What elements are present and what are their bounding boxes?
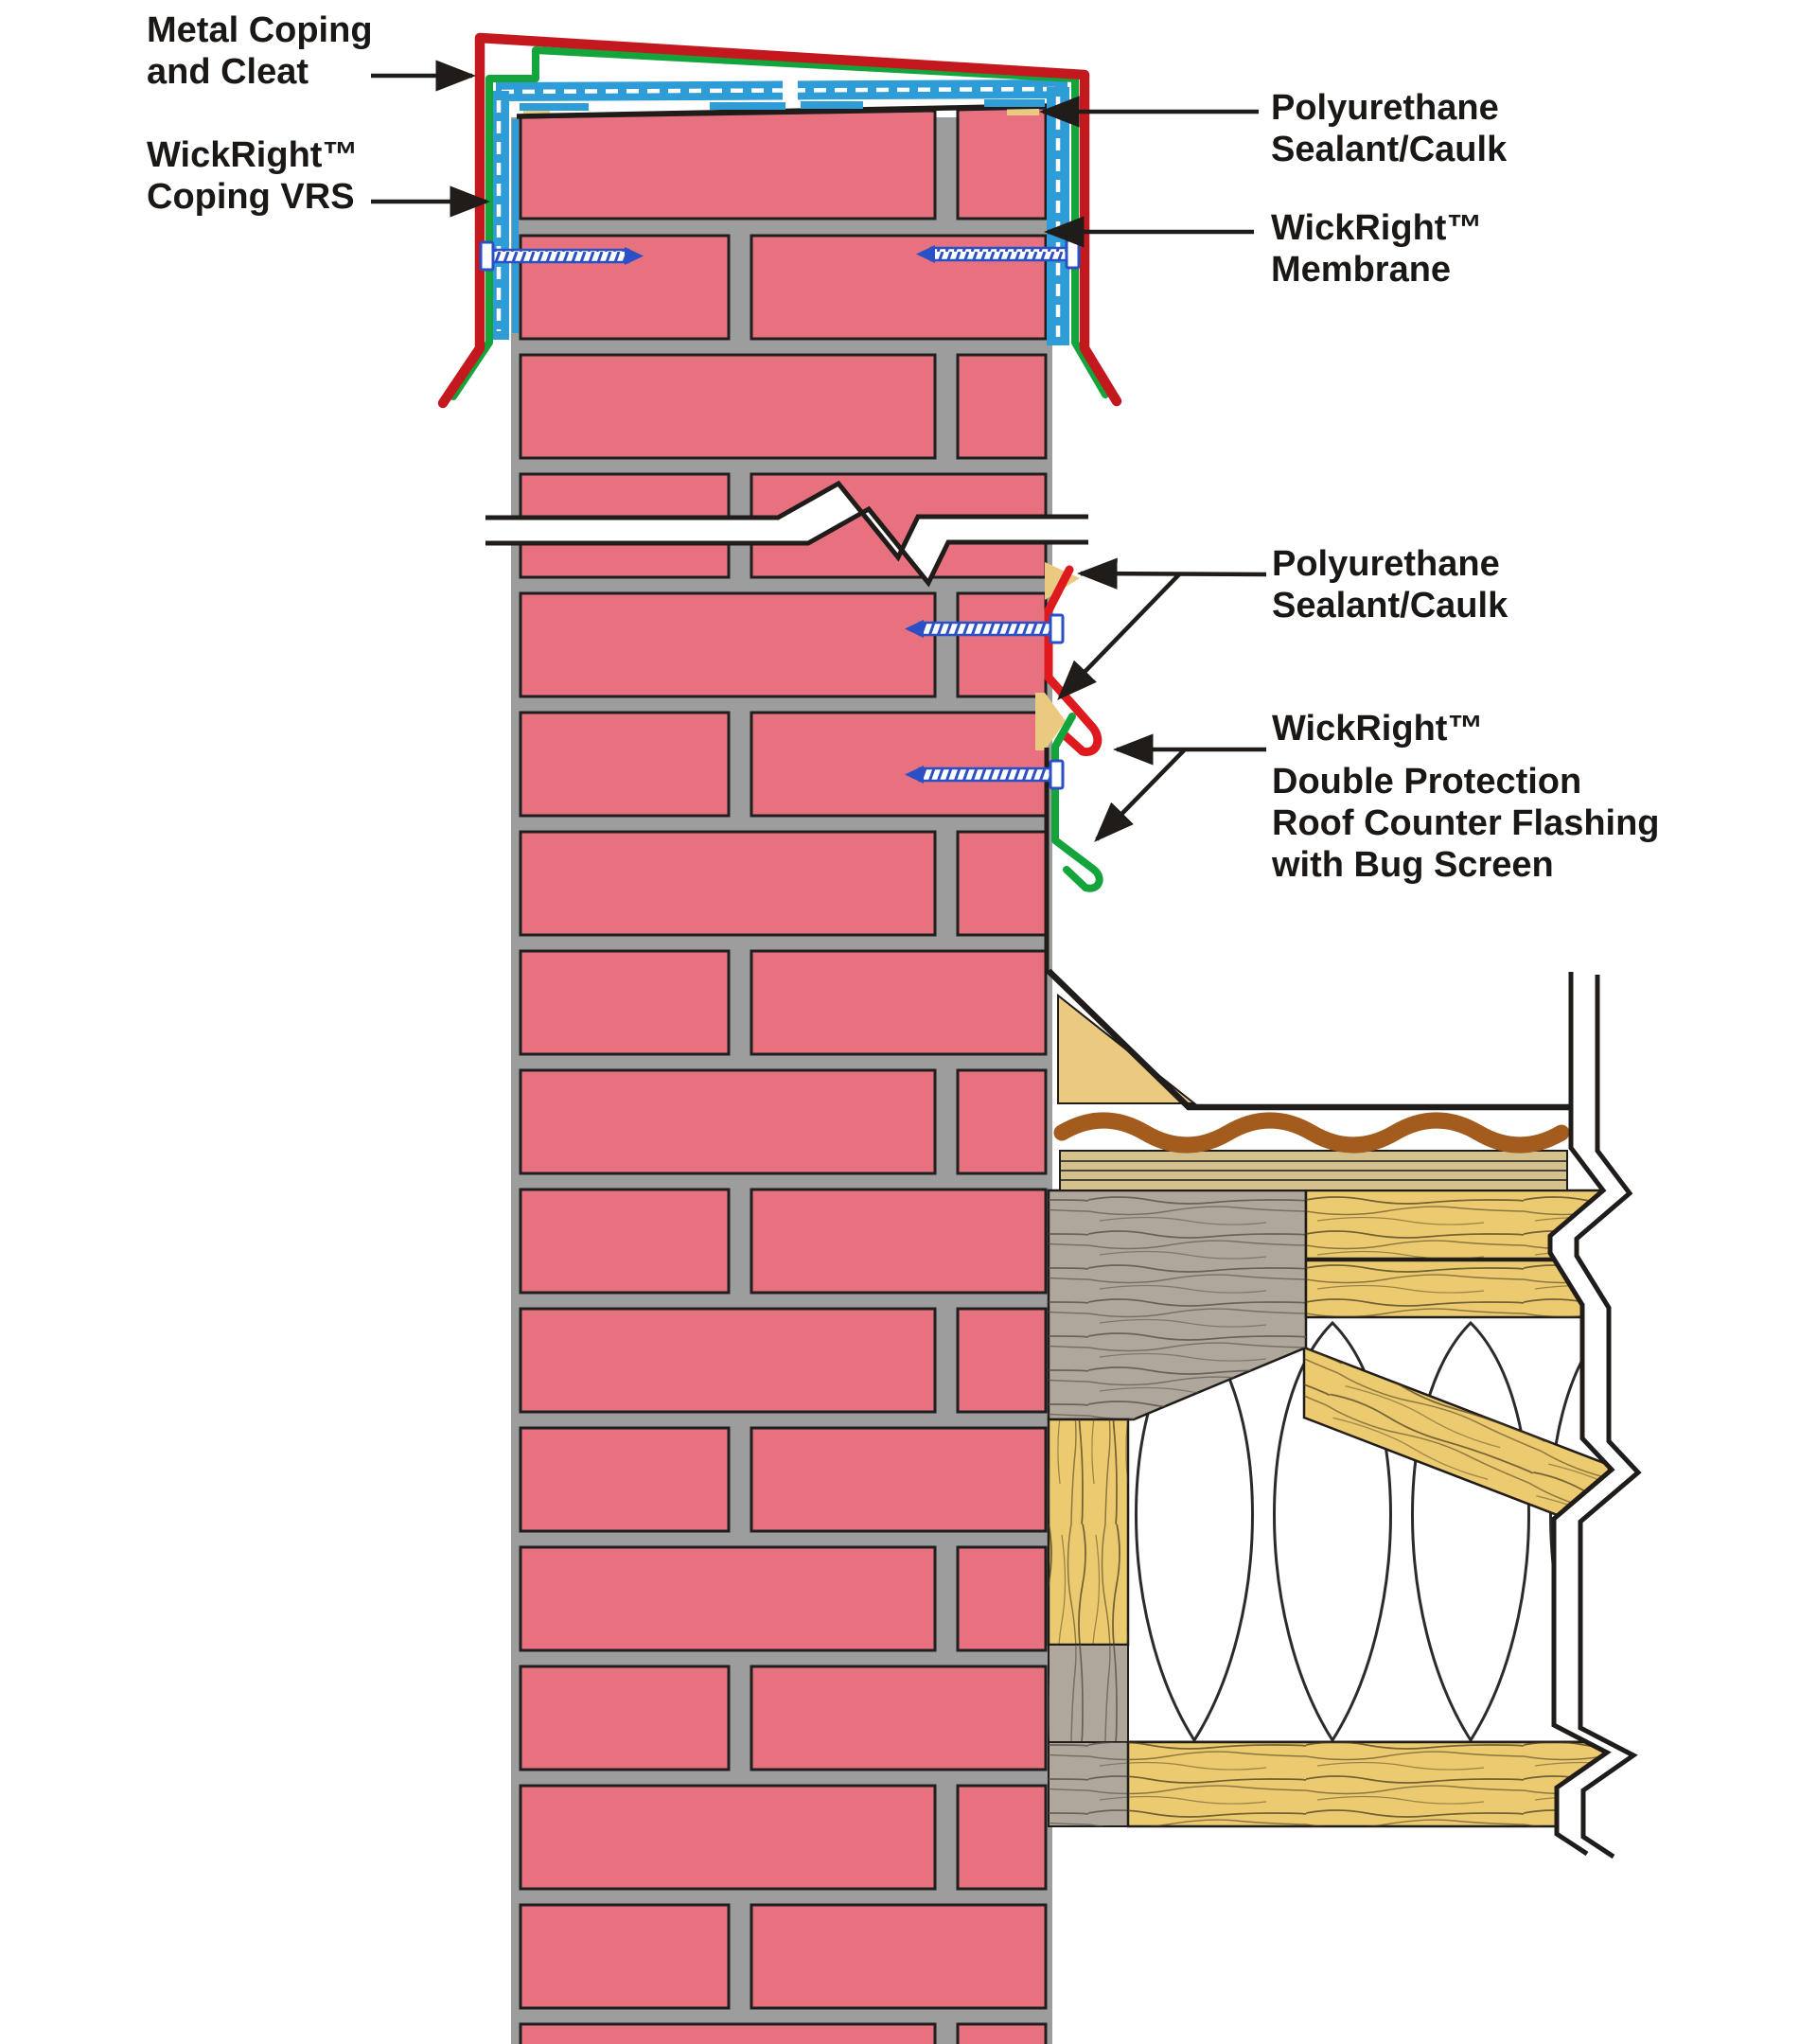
masonry-screw-top-right: [916, 238, 1081, 270]
sealant-block-right: [1007, 106, 1039, 115]
underlayment-wave: [1053, 1112, 1570, 1154]
sealant-block-left: [523, 108, 550, 116]
coping-assembly: [437, 32, 1122, 409]
label-line: Metal Coping: [147, 10, 373, 50]
bug-screen-flashing-green: [1051, 713, 1103, 892]
label-line: with Bug Screen: [1272, 845, 1554, 885]
label-line: WickRight™: [1271, 208, 1483, 248]
leader-sealant-mid-a: [1076, 557, 1267, 590]
counter-flashing-detail: [905, 562, 1103, 973]
brick-wall: [511, 106, 1052, 2044]
break-line-horizontal: [485, 480, 1088, 588]
label-line: Polyurethane: [1271, 88, 1499, 128]
masonry-screw-mid-upper: [905, 613, 1065, 644]
leader-counter-flashing-b: [1094, 748, 1187, 842]
leader-lines: [371, 60, 1267, 842]
ceiling-board: [1126, 1740, 1611, 1828]
label-line: Roof Counter Flashing: [1272, 803, 1660, 843]
label-metal-coping: Metal Coping and Cleat: [147, 9, 373, 93]
label-line: Sealant/Caulk: [1271, 130, 1508, 169]
label-line: WickRight™: [1272, 709, 1484, 749]
masonry-screw-top-left: [479, 240, 644, 272]
coping-cleat-green: [450, 46, 1109, 400]
roof-joist-diagonal: [1302, 1346, 1611, 1537]
break-line-vertical: [1547, 972, 1642, 1859]
label-line: WickRight™: [147, 135, 359, 175]
label-line: and Cleat: [147, 52, 309, 92]
label-membrane: WickRight™ Membrane: [1271, 207, 1482, 291]
break-mask: [1550, 951, 1817, 1888]
leader-sealant-mid-b: [1057, 573, 1181, 700]
metal-coping-red: [437, 32, 1122, 409]
label-line: Membrane: [1271, 250, 1452, 290]
membrane-line: [516, 103, 1050, 119]
wall-stud: [1047, 1418, 1130, 1827]
label-sealant-top: Polyurethane Sealant/Caulk: [1271, 87, 1507, 170]
wood-blocking: [1047, 1189, 1308, 1421]
roof-assembly: [1046, 951, 1817, 1888]
label-line: Double Protection: [1272, 762, 1582, 802]
sealant-lower: [1035, 693, 1066, 750]
label-line: Coping VRS: [147, 177, 355, 217]
roofing-membrane-line: [1046, 968, 1569, 1111]
label-coping-vrs: WickRight™ Coping VRS: [147, 134, 358, 218]
plywood-deck: [1059, 1150, 1568, 1191]
brick-courses: [519, 106, 1048, 2044]
label-sealant-mid: Polyurethane Sealant/Caulk: [1272, 543, 1508, 626]
label-line: Sealant/Caulk: [1272, 586, 1508, 626]
label-counter-flashing: WickRight™ Double Protection Roof Counte…: [1272, 708, 1660, 886]
label-line: Polyurethane: [1272, 544, 1500, 584]
masonry-screw-mid-lower: [905, 759, 1065, 790]
